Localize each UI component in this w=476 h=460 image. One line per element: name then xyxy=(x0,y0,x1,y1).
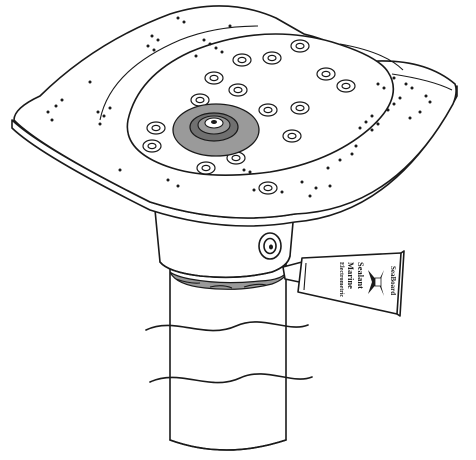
sealant-brand: SeaBoard xyxy=(389,266,397,295)
sealant-label-line3: Sealant xyxy=(356,262,366,289)
cable-grommet xyxy=(172,103,260,157)
pipe-break-lines xyxy=(145,321,313,384)
sealant-label-line2: Marine xyxy=(346,262,356,289)
logo-emblem xyxy=(368,270,384,296)
set-screw-icon xyxy=(258,232,282,260)
mounting-holes xyxy=(46,16,432,198)
sealant-tube: SeaBoard Electrometric Marine Sealant xyxy=(282,250,405,317)
sealant-label-line1: Electrometric xyxy=(338,262,344,298)
